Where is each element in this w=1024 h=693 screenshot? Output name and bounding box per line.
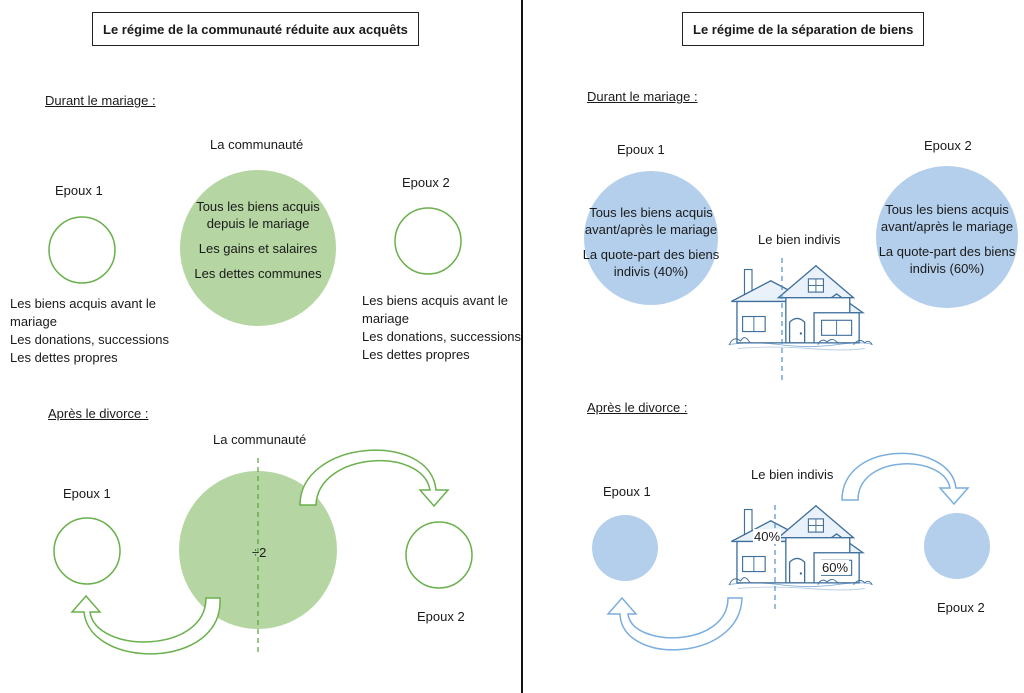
right-title: Le régime de la séparation de biens bbox=[682, 12, 925, 46]
spouse1-label-after-right: Epoux 1 bbox=[603, 484, 651, 499]
spouse2-blue-circle-during bbox=[876, 166, 1018, 308]
left-during-heading: Durant le mariage : bbox=[45, 93, 156, 108]
spouse2-own-assets-list: Les biens acquis avant le mariage Les do… bbox=[362, 292, 521, 364]
indivis-label-during: Le bien indivis bbox=[758, 232, 841, 247]
divide-by-two-label: ÷2 bbox=[252, 545, 267, 560]
spouse1-circle-after bbox=[53, 517, 121, 585]
left-after-heading: Après le divorce : bbox=[48, 406, 149, 421]
list-item: Les biens acquis avant le bbox=[10, 296, 156, 311]
community-items: Tous les biens acquis depuis le mariage … bbox=[188, 198, 328, 290]
left-title: Le régime de la communauté réduite aux a… bbox=[92, 12, 419, 46]
share-40-label: 40% bbox=[753, 529, 782, 544]
spouse1-separate-items: Tous les biens acquis avant/après le mar… bbox=[580, 204, 722, 288]
spouse1-label-during: Epoux 1 bbox=[55, 183, 103, 198]
spouse2-label-after-right: Epoux 2 bbox=[937, 600, 985, 615]
spouse1-blue-circle-during bbox=[584, 171, 718, 305]
separate-item: La quote-part des biens indivis (40%) bbox=[582, 247, 720, 279]
list-item: Les dettes propres bbox=[10, 350, 118, 365]
spouse2-label-after: Epoux 2 bbox=[417, 609, 465, 624]
spouse2-label-during-right: Epoux 2 bbox=[924, 138, 972, 153]
center-divider bbox=[521, 0, 523, 693]
spouse2-blue-circle-after bbox=[924, 513, 990, 579]
separate-item: La quote-part des biens indivis (60%) bbox=[878, 244, 1016, 276]
right-after-heading: Après le divorce : bbox=[587, 400, 688, 415]
spouse2-separate-items: Tous les biens acquis avant/après le mar… bbox=[876, 201, 1018, 285]
share-60-label: 60% bbox=[821, 560, 850, 575]
separate-item: Tous les biens acquis avant/après le mar… bbox=[880, 202, 1014, 234]
arrow-to-spouse2 bbox=[299, 449, 450, 508]
list-item: mariage bbox=[10, 314, 57, 329]
spouse1-label-during-right: Epoux 1 bbox=[617, 142, 665, 157]
house-after bbox=[727, 505, 874, 591]
spouse2-circle-after bbox=[405, 521, 473, 589]
spouse2-label-during: Epoux 2 bbox=[402, 175, 450, 190]
community-circle-during bbox=[180, 170, 336, 326]
list-item: mariage bbox=[362, 311, 409, 326]
list-item: Les dettes propres bbox=[362, 347, 470, 362]
spouse1-own-assets-list: Les biens acquis avant le mariage Les do… bbox=[10, 295, 169, 367]
community-label-after: La communauté bbox=[213, 432, 307, 447]
indivis-label-after: Le bien indivis bbox=[751, 467, 834, 482]
community-label-during: La communauté bbox=[210, 137, 304, 152]
community-item: Les gains et salaires bbox=[198, 241, 318, 256]
community-item: Les dettes communes bbox=[194, 266, 322, 281]
arrow-to-spouse2-blue bbox=[841, 452, 970, 506]
arrow-to-spouse1-blue bbox=[606, 596, 743, 651]
list-item: Les donations, successions bbox=[362, 329, 521, 344]
separate-item: Tous les biens acquis avant/après le mar… bbox=[584, 205, 718, 237]
arrow-to-spouse1 bbox=[70, 594, 221, 655]
spouse1-label-after: Epoux 1 bbox=[63, 486, 111, 501]
list-item: Les donations, successions bbox=[10, 332, 169, 347]
house-during bbox=[727, 265, 874, 351]
right-during-heading: Durant le mariage : bbox=[587, 89, 698, 104]
spouse1-circle-during bbox=[48, 216, 116, 284]
list-item: Les biens acquis avant le bbox=[362, 293, 508, 308]
spouse2-circle-during bbox=[394, 207, 462, 275]
community-item: Tous les biens acquis depuis le mariage bbox=[196, 199, 320, 231]
spouse1-blue-circle-after bbox=[592, 515, 658, 581]
